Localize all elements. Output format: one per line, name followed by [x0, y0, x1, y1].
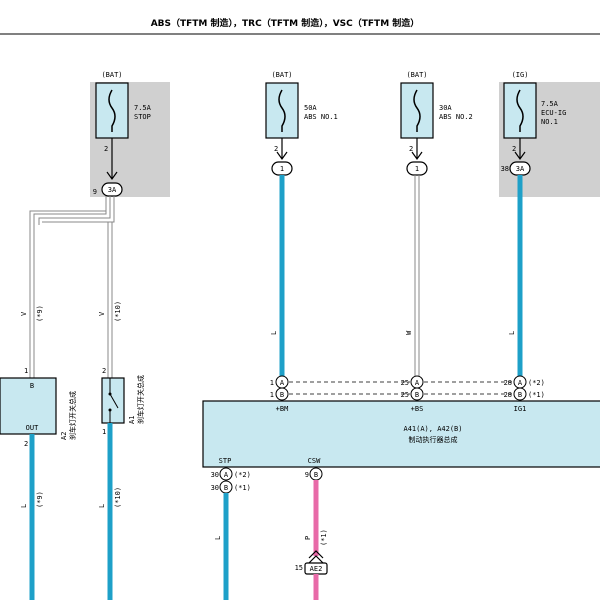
svg-text:OUT: OUT	[26, 424, 39, 432]
svg-text:IG1: IG1	[514, 405, 527, 413]
svg-text:B: B	[314, 471, 318, 479]
svg-text:(*2): (*2)	[234, 471, 251, 479]
svg-text:A41(A), A42(B): A41(A), A42(B)	[403, 425, 462, 433]
svg-text:2: 2	[102, 367, 106, 375]
wire-label-l-ecu: L	[508, 331, 516, 335]
fuse-ecu-ig-no1: (IG) 7.5A ECU-IG NO.1 2	[503, 71, 566, 161]
wire-label-p-csw: P	[304, 536, 312, 540]
svg-text:B: B	[415, 391, 419, 399]
svg-text:A: A	[415, 379, 420, 387]
fuse-abs-no2: (BAT) 30A ABS NO.2 2	[400, 71, 473, 161]
wire-label-w-abs2: W	[405, 330, 413, 335]
svg-text:(IG): (IG)	[512, 71, 529, 79]
svg-text:(BAT): (BAT)	[101, 71, 122, 79]
svg-text:1: 1	[102, 428, 106, 436]
wire-v-to-a2	[29, 196, 107, 378]
svg-text:28: 28	[504, 379, 512, 387]
svg-text:25: 25	[401, 391, 409, 399]
wire-label-v1-note: (*9)	[36, 305, 44, 322]
svg-text:1: 1	[415, 165, 419, 173]
diagram-title: ABS（TFTM 制造），TRC（TFTM 制造），VSC（TFTM 制造）	[151, 17, 420, 29]
wire-label-v1: V	[20, 311, 28, 316]
svg-text:1: 1	[280, 165, 284, 173]
svg-text:NO.1: NO.1	[541, 118, 558, 126]
svg-text:A: A	[518, 379, 523, 387]
wire-label-l-out: L	[20, 504, 28, 508]
svg-text:STP: STP	[219, 457, 232, 465]
svg-text:ABS NO.1: ABS NO.1	[304, 113, 338, 121]
svg-text:50A: 50A	[304, 104, 317, 112]
wire-label-l-stp: L	[214, 536, 222, 540]
svg-text:B: B	[518, 391, 522, 399]
actuator-bottom-pins: 30 A (*2) 30 B (*1) 9 B	[211, 467, 323, 494]
svg-text:ABS NO.2: ABS NO.2	[439, 113, 473, 121]
svg-text:ECU-IG: ECU-IG	[541, 109, 566, 117]
switch-a1: 2 1 A1 刹车灯开关总成	[101, 367, 145, 436]
junction-3a-stop: 9 3A	[93, 182, 123, 197]
svg-text:7.5A: 7.5A	[541, 100, 559, 108]
switch-a2: 1 B OUT 2 A2 刹车灯开关总成	[0, 367, 77, 448]
svg-text:(*1): (*1)	[528, 391, 545, 399]
svg-text:刹车灯开关总成: 刹车灯开关总成	[68, 391, 77, 440]
svg-text:(*1): (*1)	[234, 484, 251, 492]
junction-3a-ecu: 38 3A	[501, 161, 531, 176]
svg-text:28: 28	[504, 391, 512, 399]
svg-text:1: 1	[270, 379, 274, 387]
svg-text:15: 15	[295, 564, 303, 572]
svg-text:2: 2	[104, 145, 108, 153]
svg-text:30: 30	[211, 471, 219, 479]
svg-text:B: B	[30, 382, 34, 390]
svg-text:+BS: +BS	[411, 405, 424, 413]
svg-text:(*2): (*2)	[528, 379, 545, 387]
svg-text:(BAT): (BAT)	[406, 71, 427, 79]
svg-text:A2: A2	[60, 432, 68, 440]
svg-text:+BM: +BM	[276, 405, 289, 413]
svg-text:38: 38	[501, 165, 509, 173]
svg-text:2: 2	[274, 145, 278, 153]
svg-text:7.5A: 7.5A	[134, 104, 152, 112]
svg-text:1: 1	[270, 391, 274, 399]
fuse-abs-no1: (BAT) 50A ABS NO.1 2	[265, 71, 338, 161]
svg-text:刹车灯开关总成: 刹车灯开关总成	[136, 375, 145, 424]
svg-text:2: 2	[24, 440, 28, 448]
wire-label-l-out-note: (*9)	[36, 491, 44, 508]
svg-text:A: A	[280, 379, 285, 387]
wire-label-v2: V	[98, 311, 106, 316]
svg-text:STOP: STOP	[134, 113, 151, 121]
fuse-stop: (BAT) 7.5A STOP 2	[95, 71, 152, 181]
svg-text:9: 9	[93, 188, 97, 196]
svg-text:CSW: CSW	[308, 457, 321, 465]
junction-1-abs1: 1	[271, 161, 293, 176]
svg-text:30: 30	[211, 484, 219, 492]
svg-text:B: B	[224, 484, 228, 492]
brake-actuator-assembly: +BM +BS IG1 A41(A), A42(B) 制动执行器总成 STP C…	[202, 400, 600, 468]
svg-text:3A: 3A	[516, 165, 525, 173]
wire-label-l-sw: L	[98, 504, 106, 508]
wire-v-to-a1	[38, 196, 115, 378]
svg-text:(BAT): (BAT)	[271, 71, 292, 79]
svg-text:30A: 30A	[439, 104, 452, 112]
svg-text:2: 2	[512, 145, 516, 153]
svg-text:制动执行器总成: 制动执行器总成	[409, 435, 458, 444]
actuator-top-pins: 1 A 1 B 25 A 25 B 28 A (*2) 28 B (*1)	[270, 375, 545, 401]
svg-text:25: 25	[401, 379, 409, 387]
wire-label-p-csw-note: (*1)	[320, 529, 328, 546]
connector-ae2: 15 AE2	[295, 562, 328, 575]
wire-label-l-sw-note: (*10)	[114, 487, 122, 508]
svg-text:9: 9	[305, 471, 309, 479]
svg-text:3A: 3A	[108, 186, 117, 194]
svg-text:2: 2	[409, 145, 413, 153]
svg-text:A1: A1	[128, 416, 136, 424]
wire-w-abs2	[414, 175, 420, 376]
connector-chevron-icon	[308, 550, 324, 564]
wire-label-l-abs1: L	[270, 331, 278, 335]
svg-text:1: 1	[24, 367, 28, 375]
svg-text:A: A	[224, 471, 229, 479]
junction-1-abs2: 1	[406, 161, 428, 176]
svg-text:AE2: AE2	[310, 565, 323, 573]
svg-text:B: B	[280, 391, 284, 399]
wire-label-v2-note: (*10)	[114, 301, 122, 322]
